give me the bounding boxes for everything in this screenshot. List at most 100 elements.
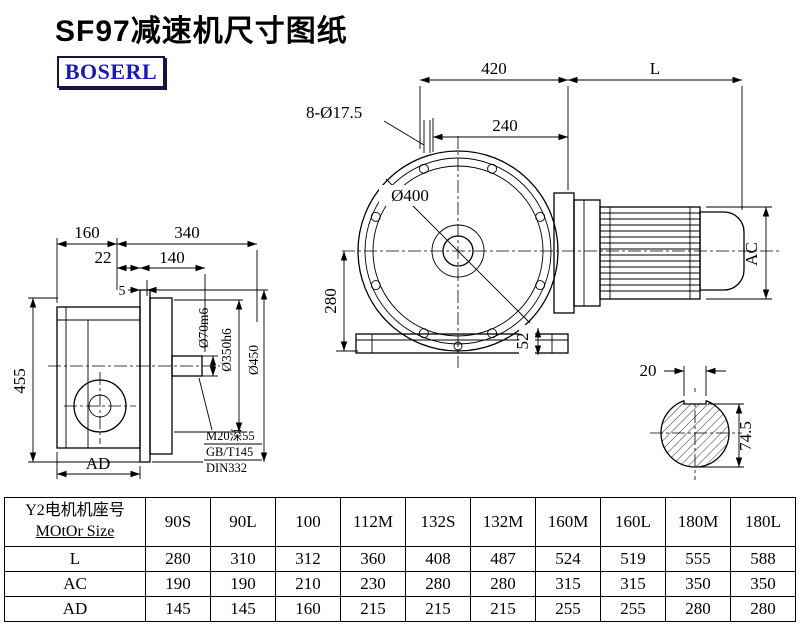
table-cell: 215 [470,596,536,622]
table-col-header: 180M [665,497,731,547]
note-tap-line3: DIN332 [206,461,247,475]
dim-22-label: 22 [95,248,112,267]
dim-5-label: 5 [119,283,126,298]
table-cell: 350 [665,571,731,597]
table-cell: 145 [145,596,211,622]
logo-badge: BOSERL [57,56,165,88]
motor-rear-cap [699,211,745,291]
dim-key-width-label: 20 [640,361,657,380]
table-col-header: 100 [275,497,341,547]
input-shaft [171,355,203,377]
housing-rim-circle [364,157,552,345]
dim-240-label: 240 [492,116,518,135]
row-label-ad: AD [4,596,146,622]
motor-flange [573,199,601,307]
dim-140-label: 140 [159,248,185,267]
table-cell: 210 [275,571,341,597]
table-col-header: 90L [210,497,276,547]
keyway-cutout [684,392,706,404]
table-row-ac: AC 190 190 210 230 280 280 315 315 350 3… [4,571,796,597]
dimension-table: Y2电机机座号 MOtOr Size 90S 90L 100 112M 132S… [4,497,796,622]
table-cell: 312 [275,546,341,572]
table-cell: 280 [665,596,731,622]
dim-ac-label: AC [742,242,761,266]
table-row-l: L 280 310 312 360 408 487 524 519 555 58… [4,546,796,572]
table-cell: 408 [405,546,471,572]
front-view [355,150,569,354]
table-cell: 255 [600,596,666,622]
dim-340-label: 340 [174,223,200,242]
dim-shaft-d70-label: Ø70m6 [196,308,211,349]
table-cell: 524 [535,546,601,572]
housing-outer-circle [357,150,559,352]
table-col-header: 160M [535,497,601,547]
page-title: SF97减速机尺寸图纸 [55,15,348,48]
table-col-header: 90S [145,497,211,547]
note-tap-line2: GB/T145 [206,445,253,459]
table-cell: 588 [730,546,796,572]
table-cell: 280 [145,546,211,572]
row-label-ac: AC [4,571,146,597]
table-col-header: 112M [340,497,406,547]
table-cell: 487 [470,546,536,572]
motor-size-label-en: MOtOr Size [35,523,115,540]
table-col-header: 132M [470,497,536,547]
dim-160-label: 160 [74,223,100,242]
table-col-header: 132S [405,497,471,547]
table-cell: 555 [665,546,731,572]
table-cell: 310 [210,546,276,572]
table-cell: 160 [275,596,341,622]
side-view [56,289,203,463]
dim-bolt-holes-label: 8-Ø17.5 [306,103,362,122]
table-cell: 315 [600,571,666,597]
note-tap-line1: M20深55 [206,429,255,443]
dim-52-label: 52 [513,333,532,350]
flange-plate [139,289,151,463]
output-bore-circle [73,379,127,433]
table-col-header: 160L [600,497,666,547]
table-cell: 190 [210,571,276,597]
table-cell: 190 [145,571,211,597]
shaft-section-view [660,392,730,468]
motor-size-label-cn: Y2电机机座号 [25,502,125,520]
shaft-section-circle [660,398,730,468]
table-cell: 280 [470,571,536,597]
motor-view [553,192,745,314]
table-cell: 145 [210,596,276,622]
shaft-end-note: M20深55 GB/T145 DIN332 [198,377,262,475]
flange-bolt-holes [370,163,546,339]
table-cell: 519 [600,546,666,572]
row-label-l: L [4,546,146,572]
table-cell: 280 [730,596,796,622]
table-cell: 280 [405,571,471,597]
dim-455-label: 455 [10,368,29,394]
bell-housing [553,192,575,314]
dim-spigot-d350-label: Ø350h6 [219,328,234,372]
table-cell: 215 [340,596,406,622]
table-col-header: 180L [730,497,796,547]
dim-l-label: L [650,59,660,78]
dim-key-height-label: 74.5 [736,421,755,451]
flange-spigot [149,297,173,455]
table-cell: 360 [340,546,406,572]
hub-circle [431,224,485,278]
bolt-circle [372,165,544,337]
technical-drawing: 420 L 240 8-Ø17.5 Ø400 280 52 AC [10,59,780,480]
dim-280-label: 280 [321,288,340,314]
table-header-motor-size: Y2电机机座号 MOtOr Size [4,497,146,547]
motor-fins [600,212,700,292]
dim-d400-label: Ø400 [391,186,429,205]
dim-420-label: 420 [481,59,507,78]
dim-ad-label: AD [86,454,111,473]
housing-side-body [56,306,141,449]
dim-flange-d450-label: Ø450 [246,345,261,375]
dimensions: 420 L 240 8-Ø17.5 Ø400 280 52 AC [10,59,772,479]
table-row-ad: AD 145 145 160 215 215 215 255 255 280 2… [4,596,796,622]
keyway-outline [683,400,707,405]
table-cell: 230 [340,571,406,597]
shaft-bore-circle [442,235,474,267]
table-header-row: Y2电机机座号 MOtOr Size 90S 90L 100 112M 132S… [4,497,796,547]
table-cell: 315 [535,571,601,597]
table-cell: 350 [730,571,796,597]
table-cell: 215 [405,596,471,622]
